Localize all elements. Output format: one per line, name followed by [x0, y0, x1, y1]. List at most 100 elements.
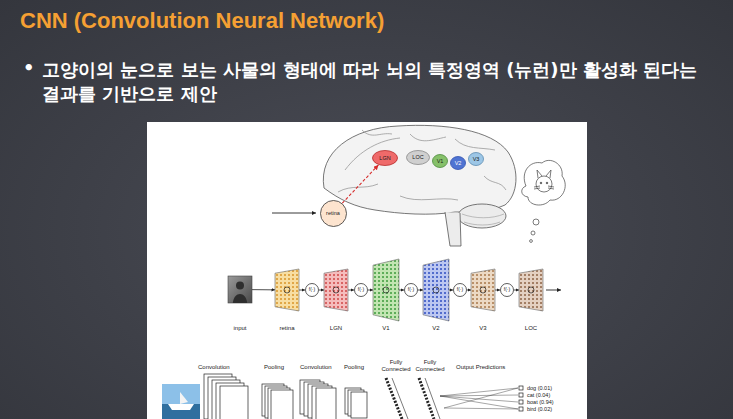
region-label: V3 [473, 156, 480, 162]
feature-map-outline [373, 259, 399, 321]
text-holder: V1 [382, 325, 389, 332]
label-holder: bird (0.02) [527, 406, 552, 412]
connector [299, 290, 305, 291]
connector [495, 290, 500, 291]
text-holder: LOC [406, 150, 430, 165]
brain-region: LOC [406, 150, 430, 165]
feature-map: LGN [324, 269, 348, 311]
feature-map: V3 [471, 269, 495, 311]
output-arrow [546, 290, 561, 291]
layer-label: input [233, 325, 246, 332]
feature-map: V2 [423, 259, 449, 321]
brain-region: V1 [432, 154, 448, 168]
prediction-score: bird (0.02) [527, 406, 552, 412]
layer-heading: Convolution [300, 364, 332, 371]
activation-circle: f(·) [500, 283, 514, 297]
label-holder: Fully Connected [414, 359, 446, 372]
bullet-mark: • [23, 58, 35, 78]
feature-map-outline [423, 259, 449, 321]
layer-label: V3 [479, 325, 486, 332]
connector [399, 290, 404, 291]
text-holder: input [233, 325, 246, 332]
layer-label: retina [279, 325, 294, 332]
connector [348, 290, 354, 291]
label-holder: Pooling [264, 364, 284, 371]
label-holder: Fully Connected [380, 359, 412, 372]
brain-region: V2 [450, 156, 466, 170]
connector [342, 165, 378, 203]
title-holder: CNN (Convolution Neural Network) [20, 8, 384, 34]
activation-circle: f(·) [404, 283, 418, 297]
layer-label: LOC [525, 325, 537, 332]
feature-map-outline [275, 269, 299, 311]
layer-heading: Fully Connected [414, 359, 446, 372]
feature-map-outline [519, 269, 543, 311]
feature-map: LOC [519, 269, 543, 311]
layer-heading: Pooling [344, 364, 364, 371]
thinking-cat [522, 160, 565, 242]
bullet-text: 고양이의 눈으로 보는 사물의 형태에 따라 뇌의 특정영역 (뉴런)만 활성화… [42, 58, 714, 106]
activation-circle: f(·) [305, 283, 319, 297]
label-holder: • [23, 58, 35, 78]
label-holder: 고양이의 눈으로 보는 사물의 형태에 따라 뇌의 특정영역 (뉴런)만 활성화… [42, 58, 714, 106]
label-holder: Pooling [344, 364, 364, 371]
text-holder: f(·) [500, 283, 514, 297]
slide-title: CNN (Convolution Neural Network) [20, 8, 384, 34]
brain-drawing [323, 125, 516, 246]
region-label: LOC [412, 154, 423, 160]
function-label: f(·) [358, 287, 364, 293]
label-holder: Convolution [198, 364, 230, 371]
prediction-score: boat (0.94) [527, 399, 554, 405]
text-holder: f(·) [305, 283, 319, 297]
layer-label: V1 [382, 325, 389, 332]
label-holder: boat (0.94) [527, 399, 554, 405]
input-image-outline [228, 276, 252, 303]
connector [252, 289, 275, 290]
text-holder: V2 [450, 156, 466, 170]
region-label: V2 [455, 160, 462, 166]
region-label: LGN [379, 155, 390, 161]
connector [319, 290, 324, 291]
label-holder: dog (0.01) [527, 385, 552, 391]
layer-heading: Fully Connected [380, 359, 412, 372]
brain-region: LGN [372, 150, 398, 166]
activation-circle: f(·) [453, 283, 467, 297]
text-holder: LGN [372, 150, 398, 166]
input-image: input [228, 276, 252, 303]
label-holder: cat (0.04) [527, 392, 550, 398]
label-holder: Output Predictions [456, 364, 505, 371]
eye-retina: retina [320, 200, 347, 227]
text-holder: V2 [432, 325, 439, 332]
brain-region: V3 [468, 152, 484, 166]
prediction-score: dog (0.01) [527, 385, 552, 391]
feature-map: V1 [373, 259, 399, 321]
text-holder: f(·) [354, 283, 368, 297]
function-label: f(·) [504, 287, 510, 293]
text-holder: f(·) [404, 283, 418, 297]
text-holder: LOC [525, 325, 537, 332]
text-holder: f(·) [453, 283, 467, 297]
text-holder: V3 [468, 152, 484, 166]
text-holder: V3 [479, 325, 486, 332]
layer-label: V2 [432, 325, 439, 332]
connector [418, 290, 423, 291]
cnn-pipeline [162, 374, 523, 419]
layer-label: LGN [330, 325, 342, 332]
image-panel [147, 122, 587, 419]
connector [514, 290, 519, 291]
function-label: f(·) [457, 287, 463, 293]
function-label: f(·) [309, 287, 315, 293]
feature-map-outline [471, 269, 495, 311]
connector [449, 290, 453, 291]
prediction-score: cat (0.04) [527, 392, 550, 398]
text-holder: V1 [432, 154, 448, 168]
connector [467, 290, 471, 291]
text-holder: LGN [330, 325, 342, 332]
input-arrow [272, 213, 316, 214]
label-holder: Convolution [300, 364, 332, 371]
layer-heading: Output Predictions [456, 364, 505, 371]
region-label: V1 [437, 158, 444, 164]
eye-label: retina [326, 210, 340, 216]
feature-map: retina [275, 269, 299, 311]
layer-heading: Convolution [198, 364, 230, 371]
